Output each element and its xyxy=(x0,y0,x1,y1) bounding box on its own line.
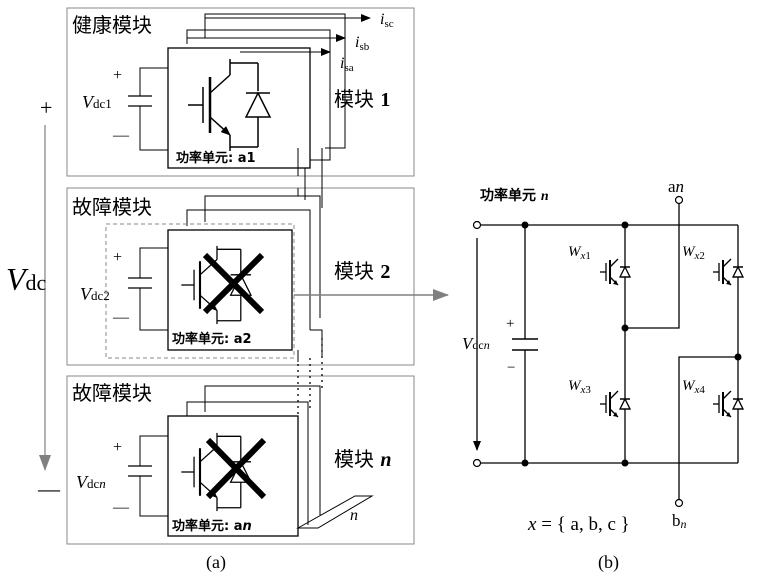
svg-text:−: − xyxy=(507,360,515,376)
module-n-name: 模块 n xyxy=(334,447,391,471)
left-leg xyxy=(600,225,630,463)
module-2-unit-label: 功率单元: a2 xyxy=(172,331,252,347)
vdcn-label: Vdcn xyxy=(462,334,490,353)
terminal-b xyxy=(676,500,683,507)
output-a-wire xyxy=(625,204,679,328)
right-leg xyxy=(713,225,743,463)
current-isc: isc xyxy=(380,11,394,30)
module-1-vdc: Vdc1 xyxy=(82,92,112,112)
svg-text:—: — xyxy=(112,499,130,516)
module-2-title: 故障模块 xyxy=(72,195,152,219)
module-1-title: 健康模块 xyxy=(72,13,152,37)
panel-b-caption: (b) xyxy=(598,552,619,573)
neutral-n-label: n xyxy=(350,507,358,524)
module-2: 故障模块 + — Vdc2 功率单元: a2 模块 2 xyxy=(67,188,448,365)
switch-wx3-label: Wx3 xyxy=(568,378,591,396)
svg-text:+: + xyxy=(113,67,122,84)
panel-b: 功率单元 n an Vdcn + − xyxy=(462,177,743,573)
terminal-a-label: an xyxy=(668,177,684,196)
phase-set-label: x = { a, b, c } xyxy=(527,514,630,535)
terminal-a xyxy=(676,197,683,204)
dc-capacitor: + − xyxy=(506,225,538,463)
power-unit-title: 功率单元 n xyxy=(480,187,549,204)
switch-wx1-label: Wx1 xyxy=(568,244,591,262)
current-isa: isa xyxy=(340,55,354,74)
module-2-name: 模块 2 xyxy=(334,259,390,283)
vdc-plus: + xyxy=(40,95,52,120)
svg-text:+: + xyxy=(113,439,122,456)
switch-wx2-label: Wx2 xyxy=(682,244,705,262)
junction-dots xyxy=(522,222,742,467)
switch-wx4-label: Wx4 xyxy=(682,378,705,396)
panel-a-caption: (a) xyxy=(206,552,226,573)
module-n-vdc: Vdcn xyxy=(76,472,106,492)
dc-bus-voltage: + — Vdc xyxy=(6,95,61,501)
vdc-label: Vdc xyxy=(6,261,47,297)
module-n-unit-label: 功率单元: an xyxy=(172,518,252,534)
svg-text:+: + xyxy=(506,316,514,332)
module-1: 健康模块 isc isb isa + — Vdc1 功率单元: a1 模块 1 xyxy=(67,8,414,176)
current-isb: isb xyxy=(355,34,370,53)
svg-text:+: + xyxy=(113,249,122,266)
module-1-unit-label: 功率单元: a1 xyxy=(176,150,256,166)
omitted-modules-dots xyxy=(298,338,322,418)
module-1-name: 模块 1 xyxy=(334,87,390,111)
dc-plus-terminal xyxy=(474,222,481,229)
panel-a: + — Vdc 健康模块 isc isb isa + — xyxy=(6,8,448,573)
terminal-b-label: bn xyxy=(672,511,687,531)
vdc-minus: — xyxy=(37,476,61,501)
module-n: 故障模块 + — Vdcn 功率单元: an 模块 n n xyxy=(67,376,414,544)
svg-text:—: — xyxy=(112,309,130,326)
module-n-title: 故障模块 xyxy=(72,381,152,405)
dc-minus-terminal xyxy=(474,460,481,467)
module-2-vdc: Vdc2 xyxy=(80,284,110,304)
svg-text:—: — xyxy=(112,127,130,144)
